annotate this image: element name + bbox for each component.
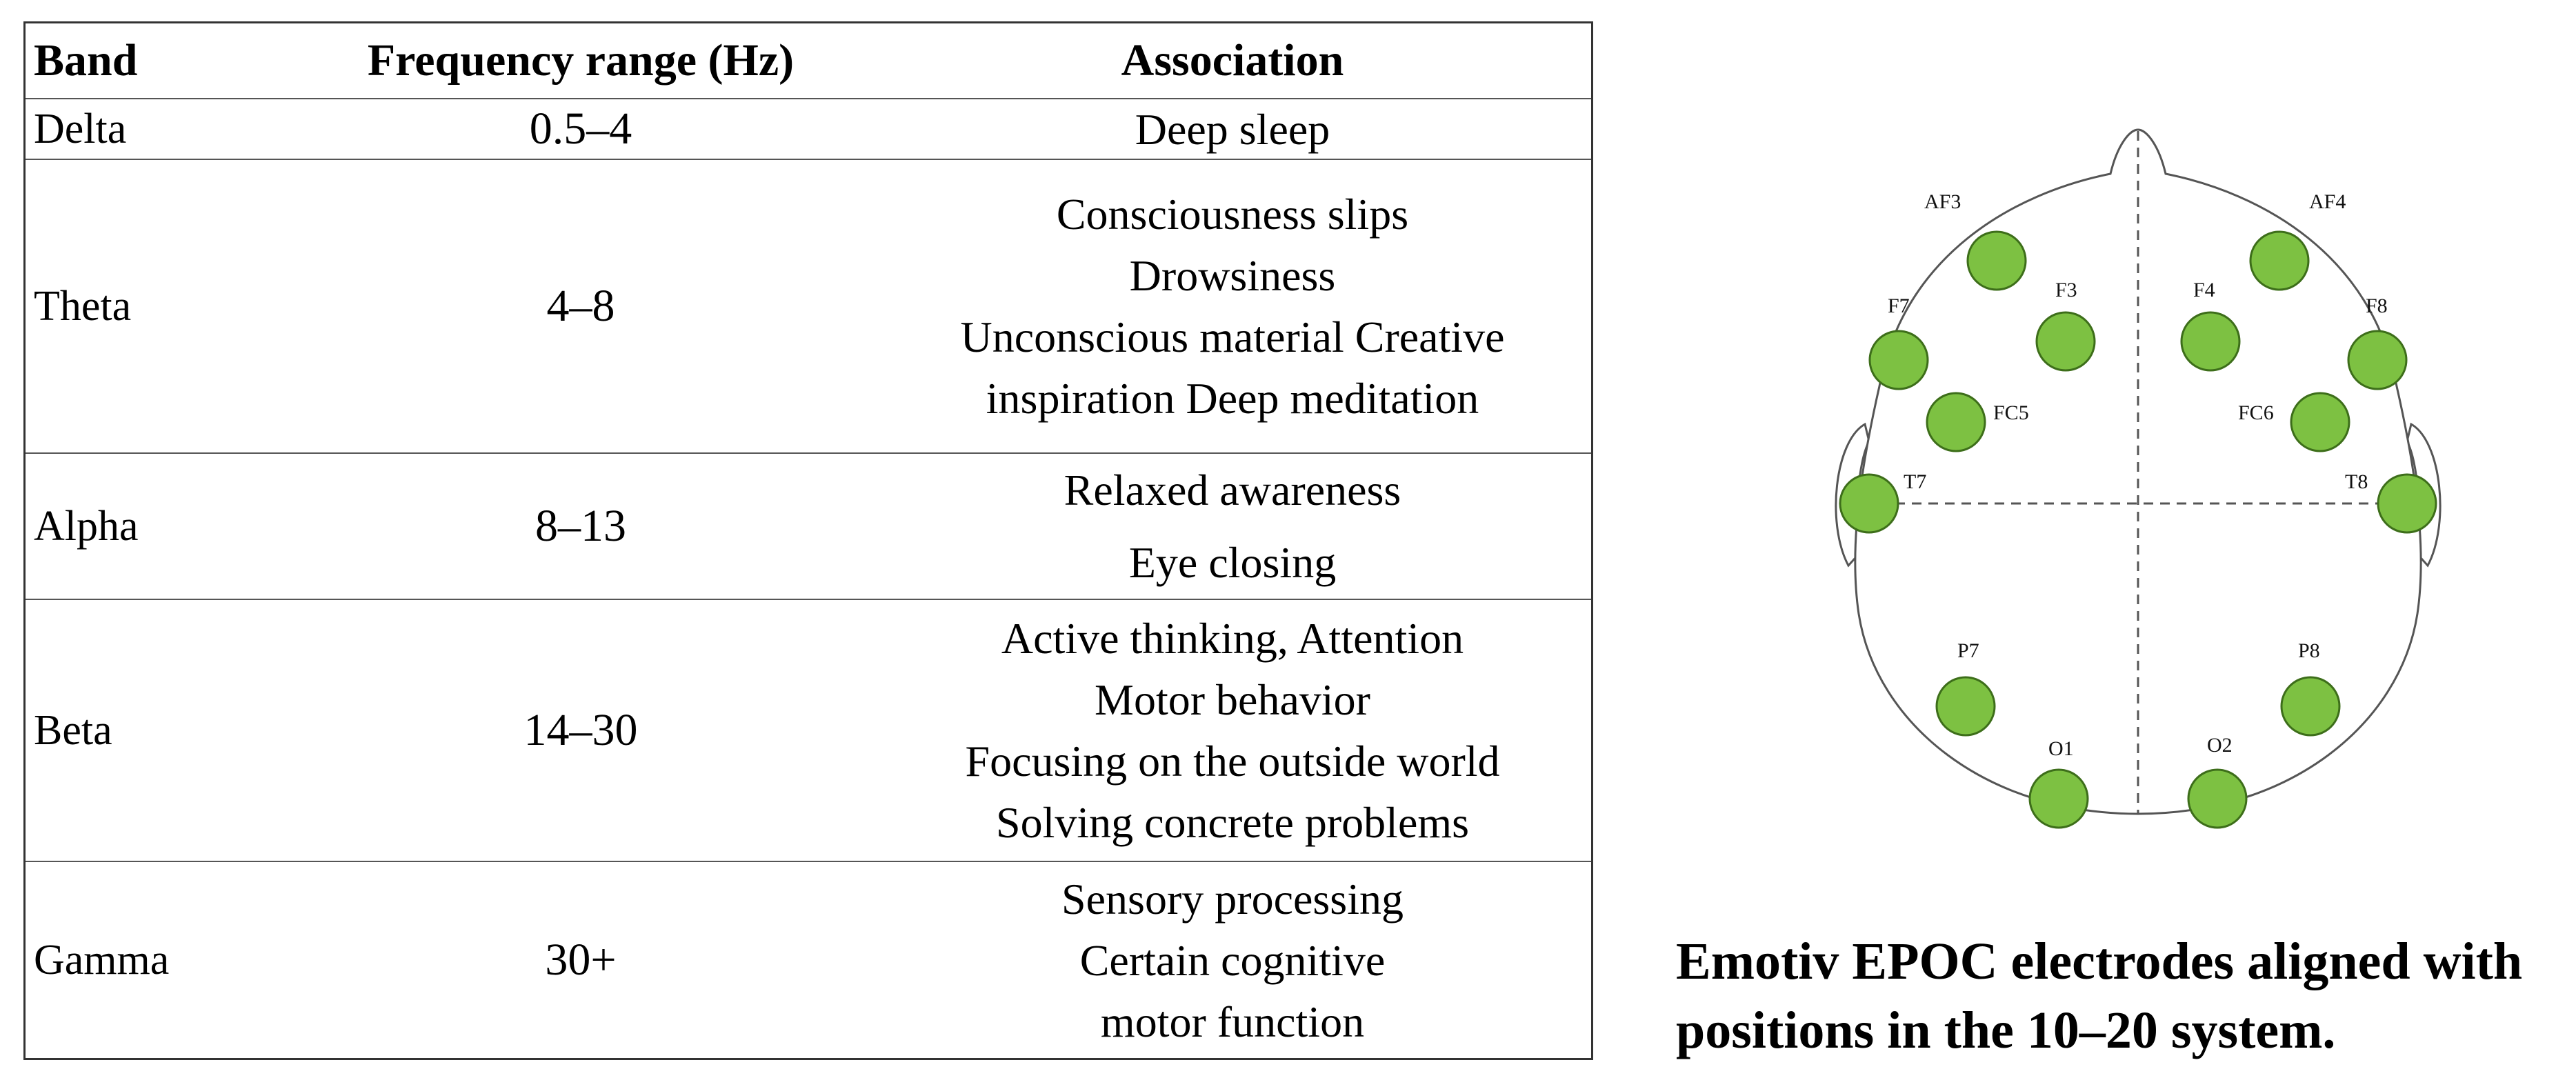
association-line: inspiration Deep meditation [986, 374, 1479, 423]
electrode-label: AF3 [1924, 190, 1961, 213]
electrode-label: F7 [1888, 295, 1910, 317]
electrode-f3: F3 [2035, 279, 2096, 372]
electrode-f4: F4 [2180, 279, 2241, 372]
electrode-dot [2028, 768, 2089, 829]
frequency-range: 4–8 [546, 281, 615, 331]
header-association: Association [1121, 35, 1344, 86]
electrode-dot [1926, 392, 1986, 452]
electrode-af4: AF4 [2249, 190, 2346, 291]
electrode-dot [1935, 676, 1996, 737]
electrode-label: F8 [2366, 295, 2388, 317]
electrode-label: AF4 [2309, 190, 2346, 213]
electrode-dot [2377, 473, 2437, 534]
table-row-alpha: Alpha 8–13 Relaxed awareness Eye closing [26, 452, 1591, 599]
frequency-range: 0.5–4 [529, 103, 632, 154]
association-line: Certain cognitive [1079, 935, 1386, 985]
electrode-p8: P8 [2280, 639, 2341, 737]
association-line: Relaxed awareness [1064, 466, 1401, 515]
association-cell: Sensory processing Certain cognitive mot… [874, 862, 1591, 1058]
electrode-label: FC5 [1993, 401, 2029, 424]
electrode-dot [2180, 311, 2241, 372]
association-cell: Consciousness slips Drowsiness Unconscio… [874, 160, 1591, 452]
electrode-fc5: FC5 [1926, 392, 2029, 452]
association-line: Sensory processing [1061, 874, 1404, 924]
band-name: Theta [34, 282, 132, 330]
electrode-label: O2 [2207, 734, 2233, 757]
electrode-af3: AF3 [1924, 190, 2027, 291]
frequency-range: 14–30 [523, 705, 638, 755]
electrode-dot [2290, 392, 2350, 452]
association-cell: Active thinking, Attention Motor behavio… [874, 600, 1591, 861]
association-line: Focusing on the outside world [965, 737, 1500, 786]
association-line: Deep sleep [1135, 104, 1330, 154]
electrode-dot [1966, 230, 2027, 291]
electrode-p7: P7 [1935, 639, 1996, 737]
association-line: Eye closing [1128, 538, 1337, 587]
association-line: Active thinking, Attention [1001, 614, 1464, 663]
electrode-f8: F8 [2347, 295, 2408, 390]
electrode-label: F4 [2193, 279, 2215, 301]
header-band: Band [34, 35, 138, 86]
electrode-dot [1839, 473, 1899, 534]
electrode-dot [2347, 330, 2408, 390]
electrode-fc6: FC6 [2238, 392, 2350, 452]
electrode-dot [2249, 230, 2310, 291]
electrode-label: P7 [1957, 639, 1979, 662]
association-line: Drowsiness [1129, 251, 1336, 300]
electrode-dot [1868, 330, 1929, 390]
electrode-t7: T7 [1839, 470, 1926, 534]
association-line: Consciousness slips [1056, 190, 1409, 239]
association-cell: Relaxed awareness Eye closing [874, 454, 1591, 599]
electrode-head-diagram: AF3 AF4 F7 F3 F4 F8 FC5 FC6 T7 T8 P7 [1835, 128, 2442, 829]
association-line: Solving concrete problems [995, 798, 1470, 847]
table-row-delta: Delta 0.5–4 Deep sleep [26, 98, 1591, 159]
association-line: Motor behavior [1095, 675, 1370, 724]
figure-caption: Emotiv EPOC electrodes aligned with posi… [1676, 932, 2523, 1059]
electrode-o2: O2 [2187, 734, 2248, 829]
table-row-gamma: Gamma 30+ Sensory processing Certain cog… [26, 861, 1591, 1058]
electrode-label: T7 [1904, 470, 1926, 493]
electrode-label: F3 [2055, 279, 2077, 301]
table-row-theta: Theta 4–8 Consciousness slips Drowsiness… [26, 159, 1591, 452]
electrode-dot [2280, 676, 2341, 737]
association-line: motor function [1100, 997, 1365, 1046]
frequency-range: 8–13 [535, 501, 626, 551]
electrode-dot [2035, 311, 2096, 372]
band-name: Beta [34, 706, 112, 754]
electrode-label: T8 [2345, 470, 2368, 493]
band-name: Alpha [34, 502, 139, 550]
frequency-range: 30+ [545, 935, 617, 985]
band-name: Gamma [34, 936, 170, 984]
electrode-f7: F7 [1868, 295, 1929, 390]
electrode-dot [2187, 768, 2248, 829]
eeg-band-table: Band Frequency range (Hz) Association De… [23, 21, 1593, 1060]
association-line: Unconscious material Creative [960, 312, 1505, 361]
table-row-beta: Beta 14–30 Active thinking, Attention Mo… [26, 599, 1591, 861]
electrode-o1: O1 [2028, 737, 2089, 829]
electrode-t8: T8 [2345, 470, 2437, 534]
association-cell: Deep sleep [874, 99, 1591, 159]
band-name: Delta [34, 105, 127, 152]
electrode-label: P8 [2298, 639, 2320, 662]
header-frequency: Frequency range (Hz) [367, 35, 795, 86]
table-header-row: Band Frequency range (Hz) Association [26, 23, 1591, 98]
electrode-label: O1 [2048, 737, 2074, 760]
electrode-label: FC6 [2238, 401, 2274, 424]
